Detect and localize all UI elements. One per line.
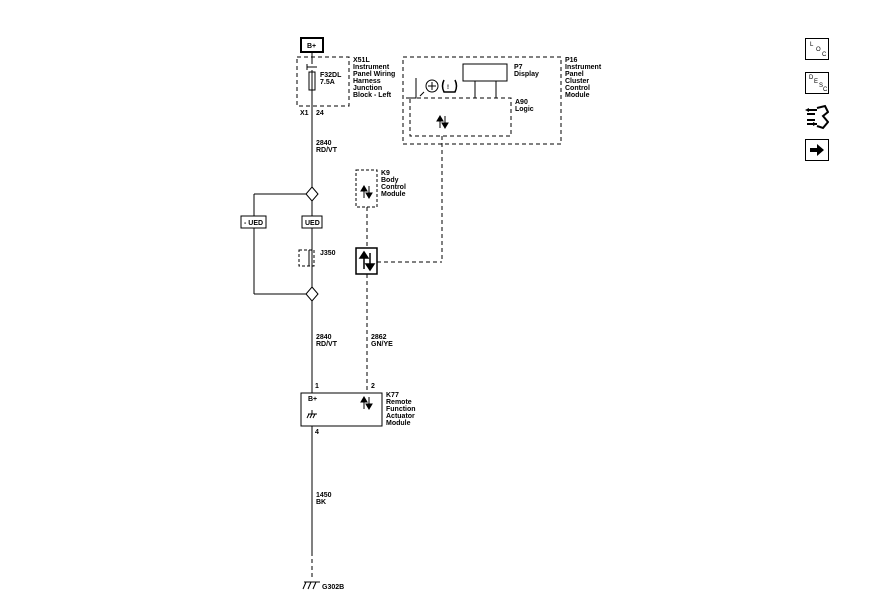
desc-letter-s: S	[819, 83, 824, 89]
p16-label: P16 Instrument Panel Cluster Control Mod…	[565, 57, 602, 99]
svg-text:Control: Control	[565, 85, 590, 92]
a90-logic-box	[409, 97, 512, 137]
p16-cluster-box	[402, 56, 562, 145]
svg-text:Instrument: Instrument	[353, 64, 390, 71]
desc-letter-e: E	[814, 79, 819, 85]
arrow-right-icon	[810, 144, 824, 156]
x51l-label: X51L Instrument Panel Wiring Harness Jun…	[353, 57, 395, 99]
k77-bplus-label: B+	[308, 396, 317, 403]
tire-pressure-icon: !	[441, 79, 458, 93]
wire-data-color: GN/YE	[371, 341, 393, 348]
connector-pin-24: 24	[316, 110, 324, 117]
svg-text:Block - Left: Block - Left	[353, 92, 392, 99]
a90-data-arrows-icon	[436, 115, 449, 129]
svg-text:!: !	[447, 85, 449, 91]
option-ued-label: UED	[305, 220, 320, 227]
svg-text:Module: Module	[381, 191, 406, 198]
svg-text:Control: Control	[381, 184, 406, 191]
svg-text:Junction: Junction	[353, 85, 382, 92]
svg-text:Function: Function	[386, 406, 416, 413]
battery-supply-label: B+	[307, 43, 316, 50]
k77-label: K77 Remote Function Actuator Module	[386, 392, 416, 427]
description-button[interactable]: D E S C	[805, 72, 829, 94]
svg-text:Instrument: Instrument	[565, 64, 602, 71]
svg-text:Cluster: Cluster	[565, 78, 589, 85]
k77-data-arrows-icon	[360, 396, 373, 410]
wire-gnd-color: BK	[316, 499, 326, 506]
schematic-tools-button[interactable]	[805, 104, 829, 130]
wire-data-circuit: 2862	[371, 334, 387, 341]
gateway-data-arrows-icon	[358, 250, 376, 272]
serial-data-gateway	[355, 247, 378, 275]
svg-text:Module: Module	[386, 420, 411, 427]
splice-top	[305, 186, 319, 202]
loc-letter-o: O	[816, 47, 821, 53]
svg-text:Logic: Logic	[515, 106, 534, 113]
option-no-ued-box	[240, 215, 267, 229]
desc-letter-c: C	[823, 87, 828, 93]
svg-text:Module: Module	[565, 92, 590, 99]
ground-g302b-icon	[302, 581, 320, 590]
fuse-rating: 7.5A	[320, 79, 335, 86]
p7-display-box	[462, 63, 508, 82]
svg-text:Panel: Panel	[565, 71, 584, 78]
wire-gnd-circuit: 1450	[316, 492, 332, 499]
x51l-junction-block	[296, 56, 350, 107]
svg-text:K77: K77	[386, 392, 399, 399]
location-button[interactable]: L O C	[805, 38, 829, 60]
svg-text:P7: P7	[514, 64, 523, 71]
wire-mid-color: RD/VT	[316, 341, 338, 348]
k77-pin-1: 1	[315, 383, 319, 390]
p7-label: P7 Display	[514, 64, 539, 78]
splice-bottom	[305, 286, 319, 302]
ground-label: G302B	[322, 584, 344, 591]
fuse-name: F32DL	[320, 72, 342, 79]
svg-text:Display: Display	[514, 71, 539, 78]
svg-text:Harness: Harness	[353, 78, 381, 85]
desc-letter-d: D	[809, 75, 814, 81]
svg-text:K9: K9	[381, 170, 390, 177]
svg-text:Actuator: Actuator	[386, 413, 415, 420]
k77-pin-2: 2	[371, 383, 375, 390]
loc-letter-c: C	[822, 52, 827, 58]
j350-connector	[298, 249, 315, 267]
k9-bcm-box	[355, 169, 378, 208]
wire-top-circuit: 2840	[316, 140, 332, 147]
next-page-button[interactable]	[805, 139, 829, 161]
wrench-connector-icon	[805, 104, 829, 130]
indicator-bracket	[406, 78, 417, 99]
loc-letter-l: L	[810, 42, 814, 48]
k9-label: K9 Body Control Module	[381, 170, 406, 198]
k77-ground-symbol-icon	[306, 410, 317, 419]
connector-x1: X1	[300, 110, 309, 117]
svg-text:Body: Body	[381, 177, 399, 184]
svg-text:A90: A90	[515, 99, 528, 106]
wire-top-color: RD/VT	[316, 147, 338, 154]
svg-text:Remote: Remote	[386, 399, 412, 406]
a90-label: A90 Logic	[515, 99, 534, 113]
k77-pin-4: 4	[315, 429, 319, 436]
svg-text:Panel Wiring: Panel Wiring	[353, 71, 395, 78]
option-no-ued-label: - UED	[244, 220, 263, 227]
wire-mid-circuit: 2840	[316, 334, 332, 341]
svg-text:X51L: X51L	[353, 57, 370, 64]
j350-label: J350	[320, 250, 336, 257]
svg-text:P16: P16	[565, 57, 578, 64]
k9-data-arrows-icon	[360, 185, 373, 199]
